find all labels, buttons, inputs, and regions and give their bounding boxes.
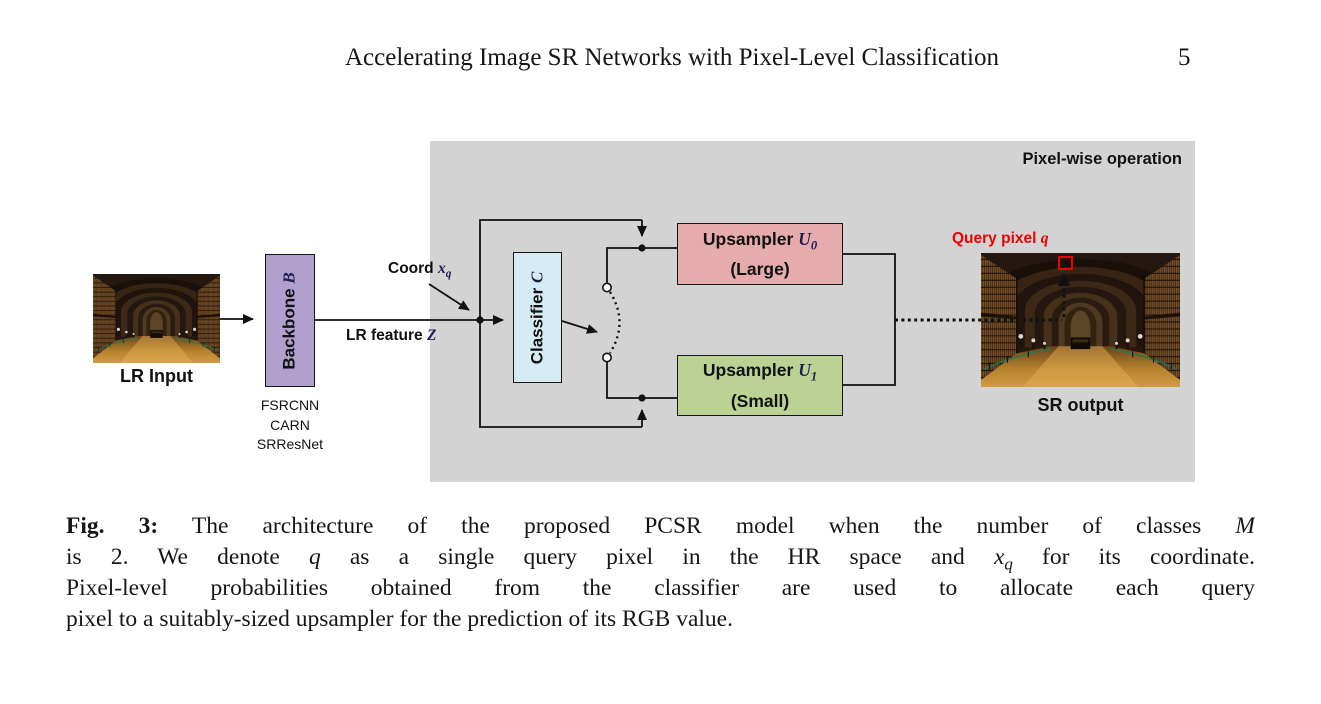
upsampler-small-size: (Small) — [730, 390, 790, 411]
caption-line-2: is 2. We denote q as a single query pixe… — [66, 544, 1255, 573]
upsampler-small-box: Upsampler U1 (Small) — [677, 355, 843, 416]
sr-output-label: SR output — [1037, 395, 1124, 415]
query-pixel-marker — [1058, 256, 1073, 270]
classifier-box: Classifier C — [513, 252, 562, 383]
sr-output-image — [981, 253, 1180, 387]
upsampler-large-label: Upsampler U0 — [702, 228, 818, 253]
lr-input-label: LR Input — [120, 366, 193, 386]
backbone-variants: FSRCNN CARN SRResNet — [237, 396, 343, 455]
classifier-label: Classifier C — [527, 271, 547, 364]
backbone-box: Backbone B — [265, 254, 315, 387]
caption-line-1: Fig. 3: The architecture of the proposed… — [66, 513, 1255, 539]
pixel-wise-operation-label: Pixel-wise operation — [1022, 150, 1182, 168]
upsampler-small-label: Upsampler U1 — [702, 360, 818, 384]
backbone-variant: CARN — [270, 416, 310, 433]
upsampler-large-size: (Large) — [730, 259, 790, 280]
caption-line-3: Pixel-level probabilities obtained from … — [66, 575, 1255, 601]
backbone-label: Backbone B — [280, 271, 300, 370]
caption-line-4: pixel to a suitably-sized upsampler for … — [66, 606, 733, 632]
lr-feature-label: LR feature Z — [346, 327, 437, 344]
backbone-variant: SRResNet — [256, 436, 324, 452]
upsampler-large-box: Upsampler U0 (Large) — [677, 223, 843, 285]
coord-label: Coord xq — [388, 260, 452, 281]
query-pixel-label: Query pixel q — [952, 230, 1049, 247]
backbone-variant: FSRCNN — [260, 397, 320, 413]
page-number: 5 — [1178, 44, 1191, 71]
lr-input-image — [93, 274, 220, 363]
figure-caption: Fig. 3: The architecture of the proposed… — [66, 511, 1255, 635]
page-header-title: Accelerating Image SR Networks with Pixe… — [345, 44, 999, 71]
